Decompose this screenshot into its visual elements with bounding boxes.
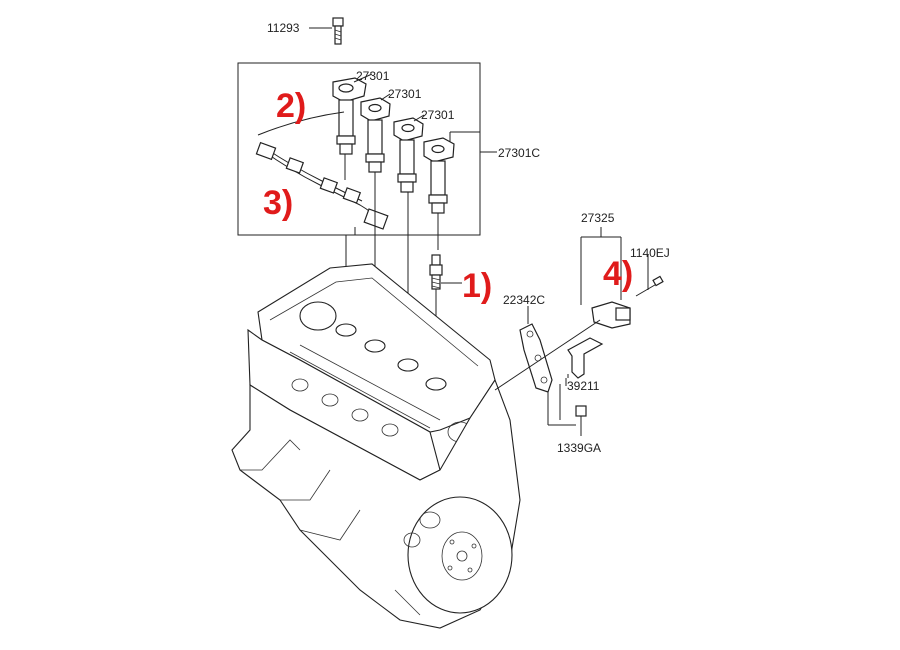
callout-2: 2) — [276, 87, 306, 125]
coil-assembly-box — [237, 62, 481, 236]
spark-plug — [429, 254, 443, 296]
part-number-27301-c: 27301 — [421, 108, 455, 122]
part-number-27325: 27325 — [581, 211, 615, 225]
callout-4: 4) — [603, 255, 633, 293]
part-number-27301-a: 27301 — [356, 69, 390, 83]
top-bolt — [309, 17, 344, 45]
part-number-39211: 39211 — [567, 379, 600, 393]
ignition-coil-1 — [332, 77, 367, 155]
ignition-coil-3 — [393, 117, 424, 193]
callout-3: 3) — [263, 184, 293, 222]
ignition-coil-4 — [423, 137, 455, 214]
engine-block — [231, 263, 521, 629]
part-number-27301-b: 27301 — [388, 87, 422, 101]
ignition-coil-2 — [360, 97, 391, 173]
part-number-27301C: 27301C — [498, 146, 540, 160]
sensor-bracket-group — [494, 227, 664, 436]
part-number-22342C: 22342C — [503, 293, 545, 307]
part-number-1140EJ: 1140EJ — [630, 246, 670, 260]
part-number-11293: 11293 — [267, 21, 300, 35]
callout-1: 1) — [462, 267, 492, 305]
wiring-harness — [255, 111, 389, 230]
part-number-1339GA: 1339GA — [557, 441, 601, 455]
